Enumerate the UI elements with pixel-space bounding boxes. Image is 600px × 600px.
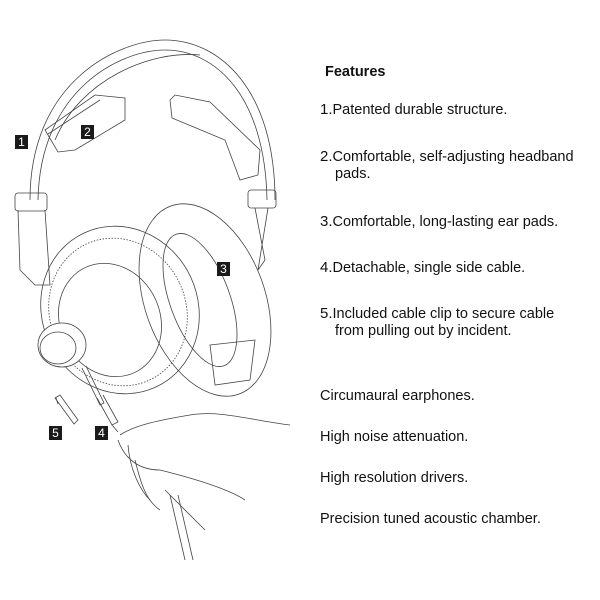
ear-cup-left <box>40 225 200 395</box>
callout-3: 3 <box>217 262 230 276</box>
ear-cup-right <box>138 203 272 397</box>
headband-pad-left <box>44 94 126 153</box>
headband <box>29 39 276 201</box>
feature-text: Patented durable structure. <box>332 102 508 118</box>
highlight-1: Circumaural earphones. <box>320 388 475 404</box>
feature-text: Detachable, single side cable. <box>332 260 526 276</box>
feature-number: 3. <box>320 213 333 230</box>
feature-text: Comfortable, long-lasting ear pads. <box>332 214 559 230</box>
feature-text: Comfortable, self-adjusting headband <box>332 149 574 165</box>
feature-number: 4. <box>320 259 333 276</box>
yoke-right <box>247 189 277 271</box>
feature-5-cont: from pulling out by incident. <box>335 323 512 339</box>
callout-1: 1 <box>15 135 28 149</box>
feature-number: 1. <box>320 101 333 118</box>
feature-number: 5. <box>320 305 333 322</box>
highlight-2: High noise attenuation. <box>320 429 469 445</box>
cable-clip <box>54 394 79 425</box>
feature-text: Included cable clip to secure cable <box>332 306 555 322</box>
feature-number: 2. <box>320 148 333 165</box>
callout-4: 4 <box>95 426 108 440</box>
headphones-illustration <box>14 39 291 561</box>
feature-4: 4.Detachable, single side cable. <box>320 259 525 276</box>
feature-2-cont: pads. <box>335 166 371 182</box>
hand <box>117 413 291 561</box>
feature-5: 5.Included cable clip to secure cable <box>320 305 554 322</box>
headband-pad-right <box>169 94 261 181</box>
yoke-left <box>14 192 51 286</box>
feature-3: 3.Comfortable, long-lasting ear pads. <box>320 213 558 230</box>
features-heading: Features <box>325 64 386 80</box>
highlight-4: Precision tuned acoustic chamber. <box>320 511 541 527</box>
driver-cap <box>37 322 87 368</box>
feature-2: 2.Comfortable, self-adjusting headband <box>320 148 574 165</box>
callout-2: 2 <box>81 125 94 139</box>
cable-plug <box>81 365 119 433</box>
feature-1: 1.Patented durable structure. <box>320 101 507 118</box>
highlight-3: High resolution drivers. <box>320 470 469 486</box>
callout-5: 5 <box>49 426 62 440</box>
